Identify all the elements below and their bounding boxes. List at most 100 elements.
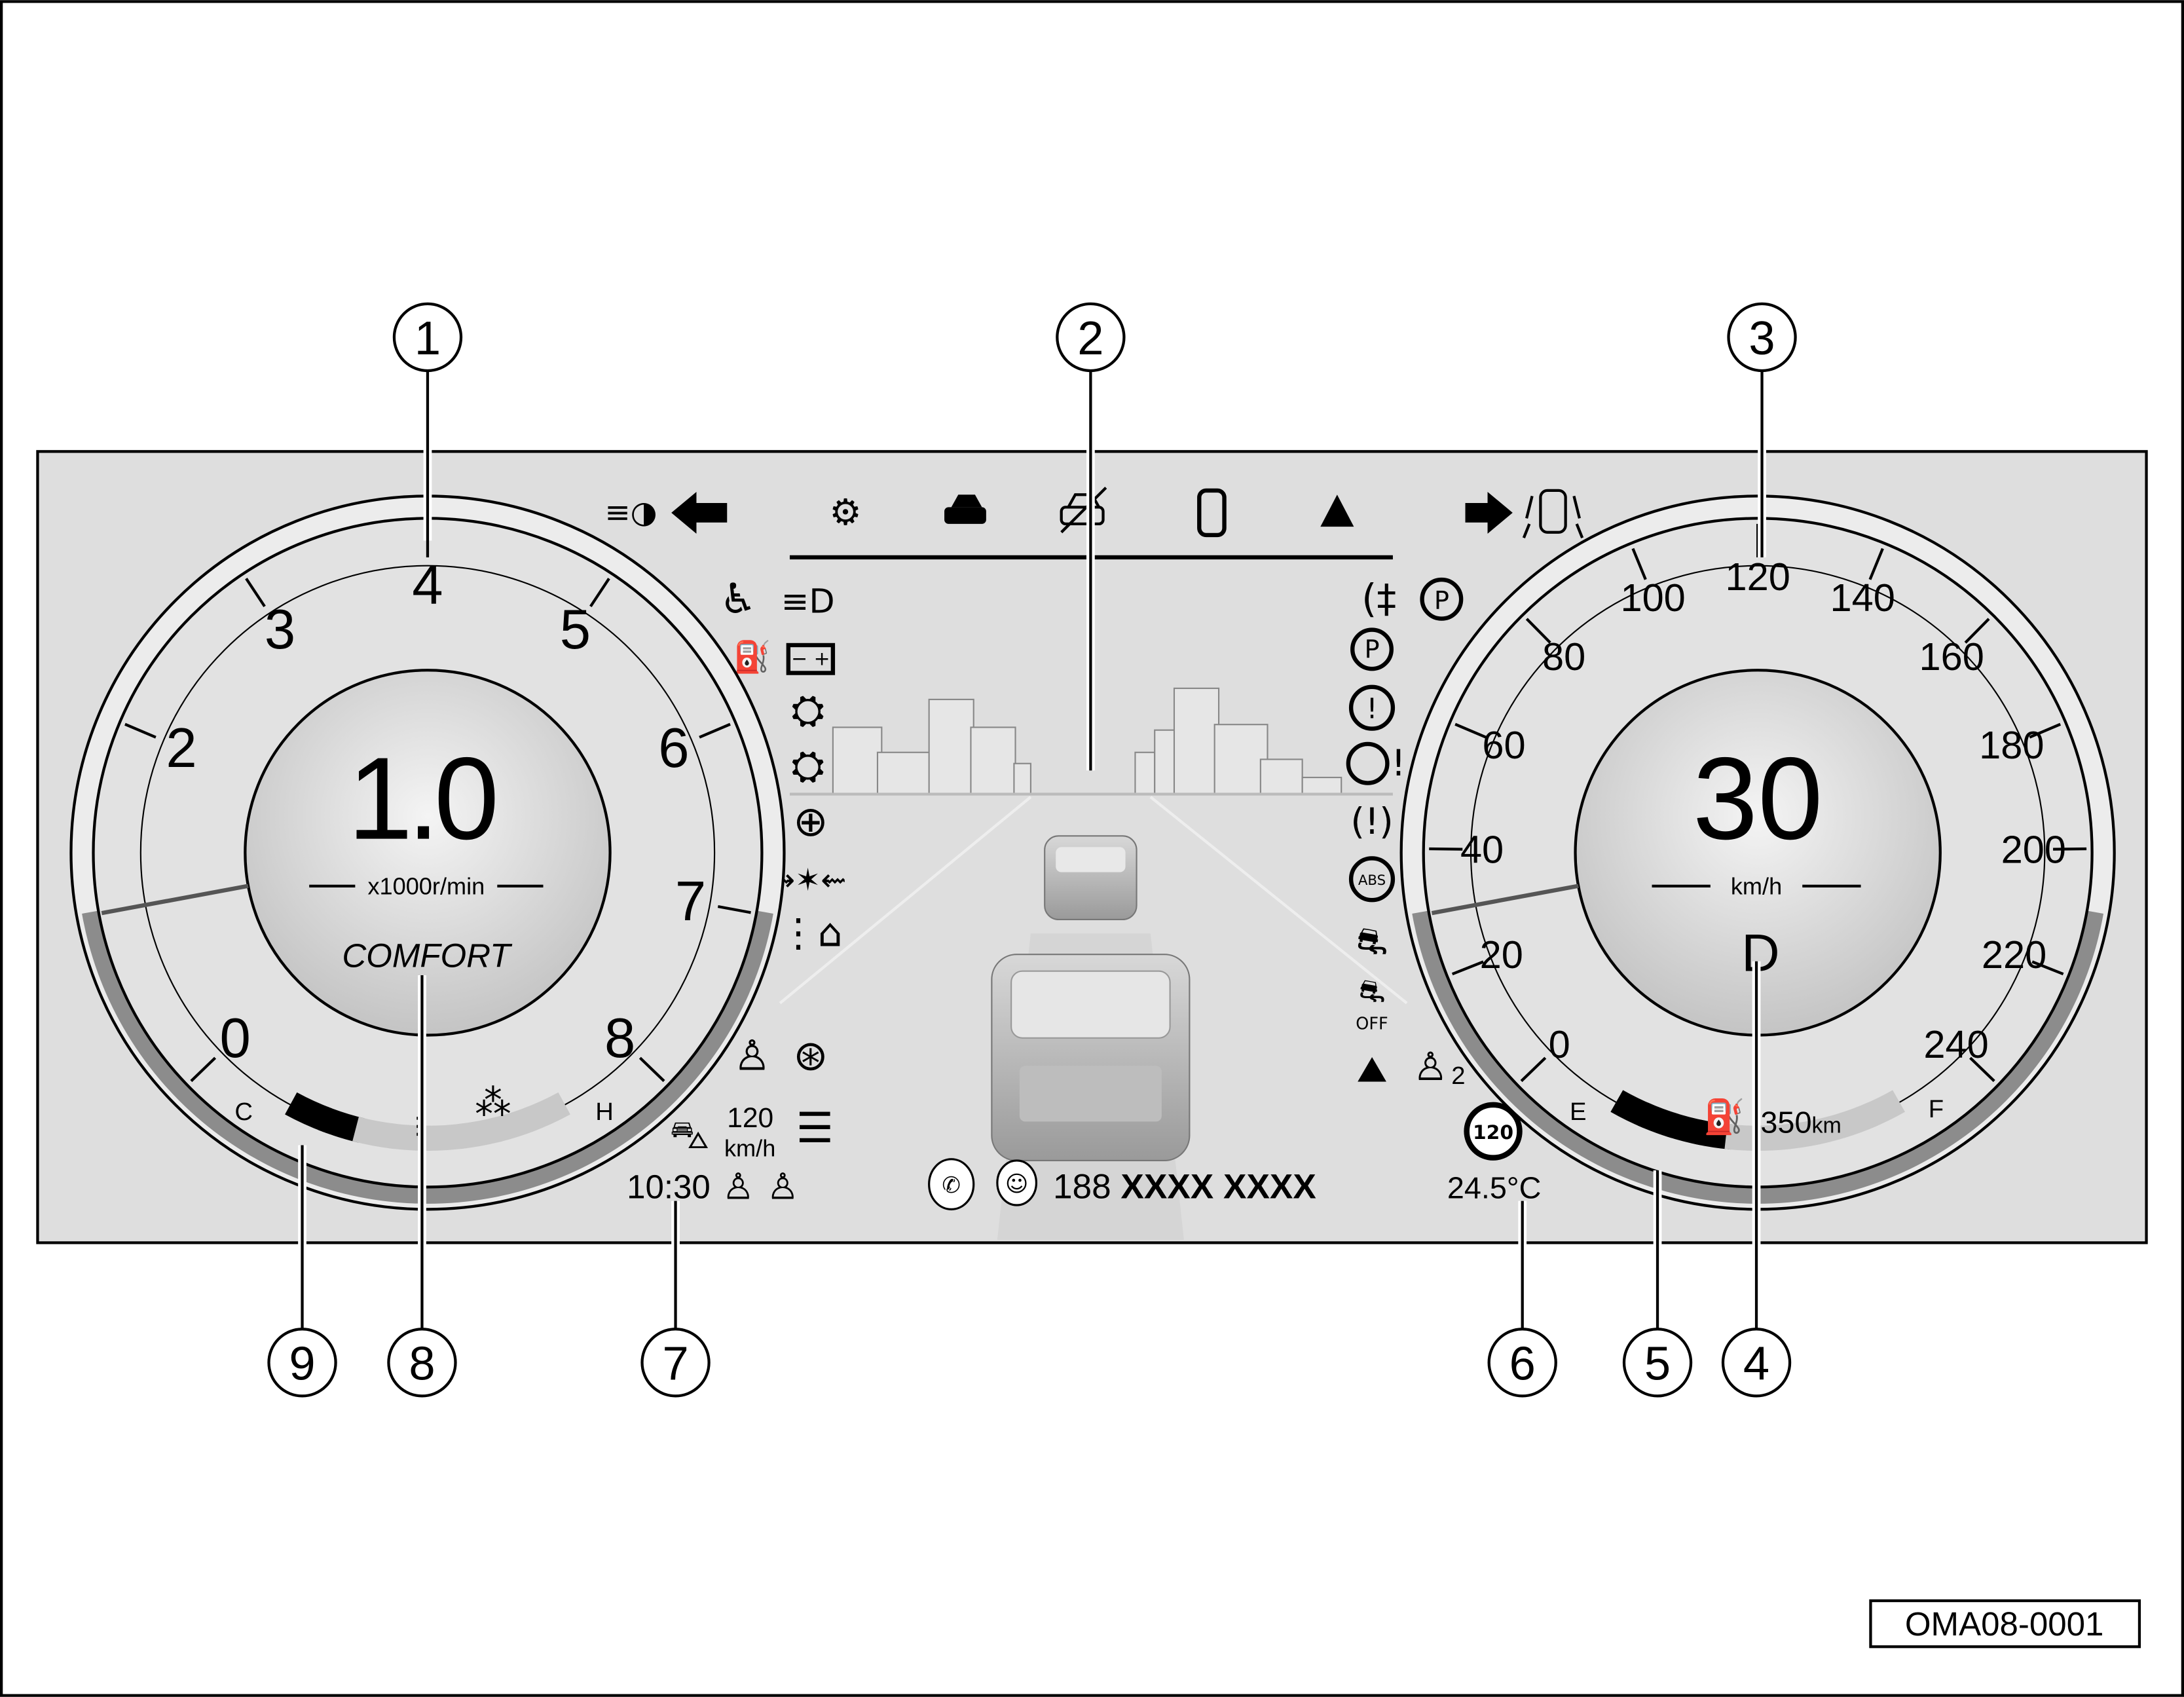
steering-warning-icon bbox=[1346, 741, 1390, 785]
airbag-icon: ♿ bbox=[720, 575, 757, 624]
gauge-tick bbox=[1454, 722, 1487, 739]
engine-fault-icon: ⛭ bbox=[791, 742, 824, 791]
stability-off-icon: ⛐ bbox=[1359, 975, 1385, 1010]
speed-limit-sign bbox=[1464, 1102, 1523, 1161]
gauge-tick-label: 200 bbox=[2001, 827, 2066, 871]
right-turn-signal-icon bbox=[1465, 492, 1513, 534]
callout-number: 1 bbox=[415, 312, 441, 365]
callout-6: 6 bbox=[1487, 1201, 1557, 1398]
callout-number: 6 bbox=[1509, 1337, 1536, 1390]
brake-warning-icon bbox=[1348, 684, 1396, 731]
temp-cold-label: C bbox=[234, 1098, 253, 1126]
car-off-icon bbox=[1060, 493, 1105, 526]
gauge-tick bbox=[1451, 960, 1484, 976]
level-segment-filled bbox=[1665, 1112, 1706, 1146]
cruise-speed-group: ⛍ 120 km/h ☰ bbox=[669, 1102, 834, 1162]
gauge-needle bbox=[1431, 884, 1579, 916]
callout-circle bbox=[1721, 1328, 1792, 1398]
gauge-tick bbox=[124, 722, 157, 739]
callout-number: 7 bbox=[662, 1337, 688, 1390]
engine-check-icon: ⛭ bbox=[791, 686, 824, 735]
gauge-tick bbox=[1631, 548, 1647, 580]
phone-call-button[interactable]: ✆ bbox=[928, 1158, 975, 1210]
callout-circle bbox=[1622, 1328, 1693, 1398]
callout-number: 5 bbox=[1644, 1337, 1671, 1390]
epb-fault-letter: P bbox=[1364, 635, 1379, 664]
gauge-tick bbox=[190, 1056, 217, 1083]
outside-temperature: 24.5°C bbox=[1447, 1170, 1542, 1204]
gauge-needle bbox=[101, 884, 249, 916]
fuel-empty-label: E bbox=[1570, 1098, 1587, 1126]
callout-number: 4 bbox=[1743, 1337, 1769, 1390]
phone-masked: XXXX XXXX bbox=[1120, 1167, 1316, 1206]
lead-vehicle bbox=[1044, 835, 1138, 921]
level-segment-empty bbox=[458, 1117, 503, 1149]
gauge-tick bbox=[1525, 618, 1551, 644]
gauge-tick-label: 3 bbox=[265, 599, 295, 661]
gauge-tick-label: 160 bbox=[1919, 635, 1984, 679]
rpm-unit: x1000r/min bbox=[367, 873, 485, 900]
callout-9: 9 bbox=[267, 1145, 337, 1398]
adaptive-cruise-icon: ⛍ bbox=[669, 1113, 709, 1158]
gauge-tick bbox=[2029, 722, 2062, 739]
gauge-tick-label: 5 bbox=[560, 599, 591, 661]
callout-number: 3 bbox=[1749, 312, 1775, 365]
gauge-tick-label: 2 bbox=[166, 717, 196, 779]
abs-icon bbox=[1348, 856, 1396, 903]
level-segment-empty bbox=[1862, 1090, 1905, 1128]
cruise-speed: 120 bbox=[727, 1102, 773, 1134]
speed-unit: km/h bbox=[1731, 873, 1782, 900]
following-distance-icon: ☰ bbox=[796, 1104, 834, 1153]
callout-circle bbox=[387, 1328, 457, 1398]
gauge-tick bbox=[2031, 960, 2064, 976]
gauge-tick-label: 8 bbox=[604, 1007, 635, 1070]
speed-limit-value: 120 bbox=[1473, 1121, 1513, 1144]
front-passenger-seatbelt-icon: ♙ bbox=[722, 1166, 754, 1208]
figure-id: OMA08-0001 bbox=[1905, 1605, 2104, 1643]
unit-rule bbox=[1149, 796, 1408, 1005]
gauge-tick bbox=[245, 578, 266, 608]
driver-seatbelt-icon: ♙ bbox=[733, 1032, 771, 1080]
level-segment-empty bbox=[523, 1092, 570, 1132]
gauge-tick bbox=[1520, 1056, 1547, 1083]
level-segment-empty bbox=[424, 1123, 468, 1151]
gauge-tick-label: 40 bbox=[1460, 827, 1504, 871]
right-warning-icons: (‡ P P ! ! (!) ABS ⛐ ⛐ OFF ⛰ ♙ 2 bbox=[1346, 576, 1466, 1091]
warning-triangle-icon bbox=[1320, 494, 1354, 527]
level-segment-empty bbox=[352, 1117, 398, 1149]
brake-warning-mark: ! bbox=[1366, 693, 1377, 725]
gauge-tick-label: 4 bbox=[412, 554, 443, 616]
level-segment-filled bbox=[318, 1106, 365, 1143]
clock: 10:30 bbox=[627, 1168, 711, 1205]
callout-4: 4 bbox=[1721, 961, 1792, 1398]
drive-mode: COMFORT bbox=[342, 937, 513, 974]
callout-5: 5 bbox=[1622, 1170, 1693, 1398]
lane-departure-icon: ⋮⌂ bbox=[779, 911, 842, 956]
own-vehicle bbox=[991, 954, 1191, 1161]
gauge-tick bbox=[1868, 548, 1884, 580]
speed-reading: 30 bbox=[1693, 733, 1823, 864]
driving-scene bbox=[789, 687, 1393, 1240]
top-indicators: ≡◑ ⚙ bbox=[604, 488, 1584, 538]
fuel-range: 350km bbox=[1760, 1105, 1841, 1139]
lane-keep-icon bbox=[1522, 489, 1584, 538]
gauge-tick-label: 100 bbox=[1620, 576, 1685, 620]
gauge-tick bbox=[1969, 1056, 1995, 1083]
gauge-tick bbox=[699, 722, 731, 739]
level-segment-filled bbox=[1694, 1119, 1733, 1150]
gauge-tick-label: 240 bbox=[1923, 1022, 1988, 1066]
parking-brake-letter: P bbox=[1434, 586, 1449, 615]
svg-text:− +: − + bbox=[791, 648, 830, 671]
phone-prefix: 188 bbox=[1053, 1167, 1111, 1206]
callout-2: 2 bbox=[1056, 302, 1126, 771]
contact-button[interactable]: ☺ bbox=[996, 1159, 1038, 1206]
gauge-tick-label: 140 bbox=[1830, 576, 1895, 620]
callout-3: 3 bbox=[1727, 302, 1797, 557]
left-warning-icons: ♿ ≡D ⛽ − + ⛭ ⛭ ⊕ ⇝✶⇜ ⋮⌂ ♙ ⊛ bbox=[720, 575, 847, 1081]
left-turn-signal-icon bbox=[671, 492, 728, 534]
door-open-icon bbox=[1197, 488, 1227, 538]
parking-lights-icon: ≡◑ bbox=[604, 495, 657, 531]
level-segment-empty bbox=[1724, 1124, 1761, 1151]
gauge-tick-label: 0 bbox=[1549, 1022, 1570, 1066]
